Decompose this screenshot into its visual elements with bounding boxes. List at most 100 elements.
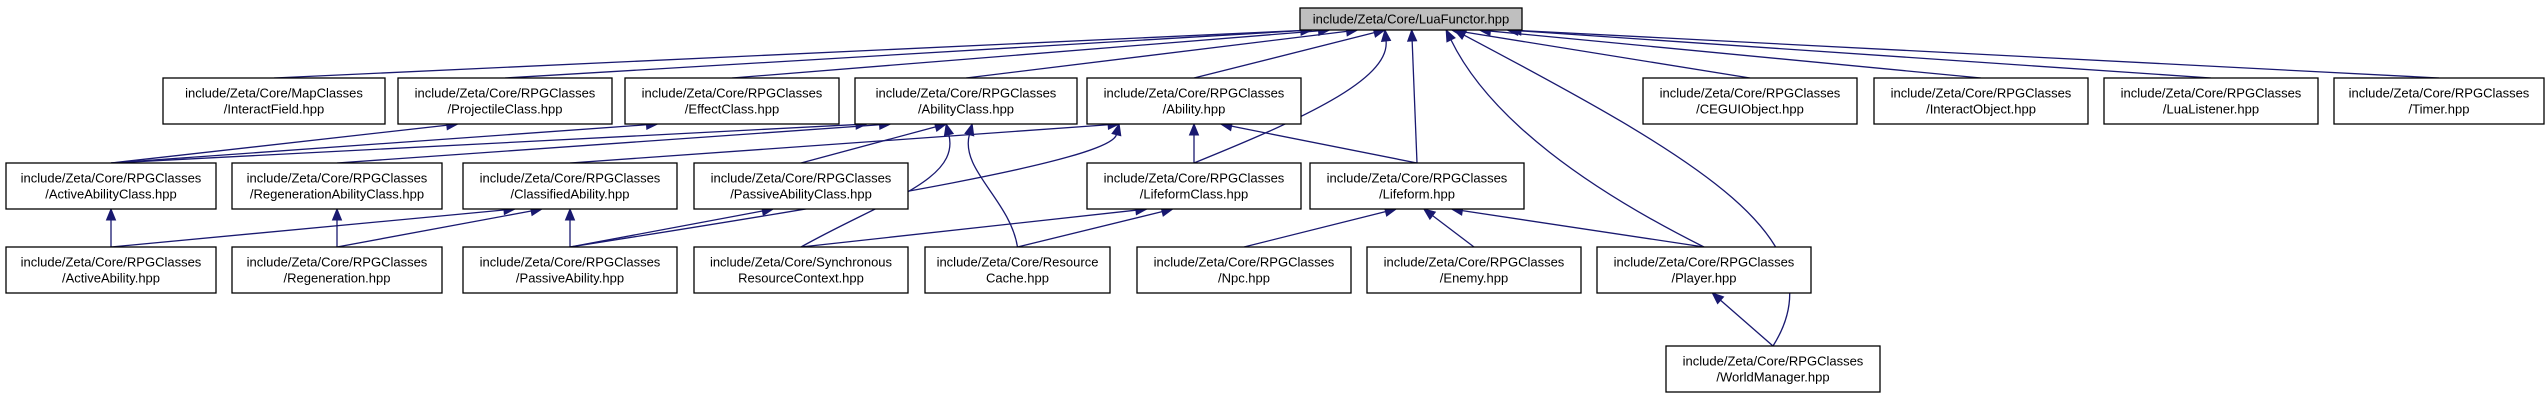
edge-interact-field-to-lua-functor (273, 25, 1314, 79)
arrowhead-icon (1422, 208, 1437, 221)
node-label-line: /EffectClass.hpp (685, 102, 779, 117)
node-box (1873, 77, 2089, 125)
node-sync-resource-context[interactable]: include/Zeta/Core/SynchronousResourceCon… (693, 246, 909, 294)
node-label-line: /PassiveAbility.hpp (516, 271, 624, 286)
node-projectile-class[interactable]: include/Zeta/Core/RPGClasses/ProjectileC… (397, 77, 613, 125)
edge-lifeform-to-ability (1219, 121, 1418, 164)
arrowhead-icon (943, 122, 955, 137)
node-label-line: /ActiveAbility.hpp (62, 271, 160, 286)
node-box (1136, 246, 1352, 294)
node-label-line: /AbilityClass.hpp (918, 102, 1014, 117)
edge-timer-to-lua-functor (1508, 25, 2440, 79)
node-lifeform-class[interactable]: include/Zeta/Core/RPGClasses/LifeformCla… (1086, 162, 1302, 210)
edge-active-ability-class-to-effect-class (110, 119, 659, 164)
node-regeneration-ability-class[interactable]: include/Zeta/Core/RPGClasses/Regeneratio… (231, 162, 443, 210)
node-box (1642, 77, 1858, 125)
edge-resource-cache-to-ability-class (964, 122, 1019, 248)
node-label-line: /ClassifiedAbility.hpp (511, 187, 630, 202)
edge-lua-listener-to-lua-functor (1505, 25, 2212, 79)
edge-line (1017, 210, 1163, 248)
node-classified-ability[interactable]: include/Zeta/Core/RPGClasses/ClassifiedA… (462, 162, 678, 210)
edge-active-ability-class-to-ability-class (110, 119, 869, 164)
edge-world-manager-to-player (1711, 292, 1774, 347)
node-box (924, 246, 1111, 294)
node-label-line: include/Zeta/Core/RPGClasses (247, 171, 428, 186)
arrowhead-icon (105, 207, 117, 221)
node-box (1665, 345, 1881, 393)
edge-line (1432, 215, 1475, 248)
edge-regeneration-to-classified-ability (336, 205, 544, 248)
arrowhead-icon (331, 207, 343, 221)
edge-line (731, 30, 1319, 79)
node-world-manager[interactable]: include/Zeta/Core/RPGClasses/WorldManage… (1665, 345, 1881, 393)
node-label-line: include/Zeta/Core/RPGClasses (1683, 354, 1864, 369)
nodes-layer: include/Zeta/Core/LuaFunctor.hpp include/… (5, 7, 2545, 393)
node-box (2103, 77, 2319, 125)
arrowhead-icon (564, 207, 576, 221)
edge-player-to-lua-functor (1445, 28, 1705, 248)
node-label-line: include/Zeta/Core/RPGClasses (1104, 171, 1285, 186)
node-label-line: /Timer.hpp (2409, 102, 2470, 117)
edge-ability-class-to-lua-functor (965, 26, 1359, 79)
node-lifeform[interactable]: include/Zeta/Core/RPGClasses/Lifeform.hp… (1309, 162, 1525, 210)
node-label-line: include/Zeta/Core/RPGClasses (642, 86, 823, 101)
edge-line (569, 210, 763, 248)
edge-line (967, 134, 1019, 248)
node-label-line: ResourceContext.hpp (738, 271, 864, 286)
node-label-line: include/Zeta/Core/RPGClasses (21, 171, 202, 186)
node-box (231, 246, 443, 294)
edge-line (273, 29, 1302, 79)
node-label-line: include/Zeta/Core/RPGClasses (21, 255, 202, 270)
edge-line (1411, 40, 1418, 164)
node-label-line: /LifeformClass.hpp (1140, 187, 1248, 202)
node-passive-ability-class[interactable]: include/Zeta/Core/RPGClasses/PassiveAbil… (693, 162, 909, 210)
node-ability[interactable]: include/Zeta/Core/RPGClasses/Ability.hpp (1086, 77, 1302, 125)
node-lua-listener[interactable]: include/Zeta/Core/RPGClasses/LuaListener… (2103, 77, 2319, 125)
node-passive-ability[interactable]: include/Zeta/Core/RPGClasses/PassiveAbil… (462, 246, 678, 294)
node-label-line: include/Zeta/Core/RPGClasses (1384, 255, 1565, 270)
edge-line (1193, 40, 1387, 164)
node-label-line: include/Zeta/Core/Synchronous (710, 255, 893, 270)
node-interact-object[interactable]: include/Zeta/Core/RPGClasses/InteractObj… (1873, 77, 2089, 125)
node-player[interactable]: include/Zeta/Core/RPGClasses/Player.hpp (1596, 246, 1812, 294)
node-active-ability-class[interactable]: include/Zeta/Core/RPGClasses/ActiveAbili… (5, 162, 217, 210)
edge-line (110, 123, 857, 164)
arrowhead-icon (1453, 29, 1468, 41)
node-effect-class[interactable]: include/Zeta/Core/RPGClasses/EffectClass… (624, 77, 840, 125)
arrowhead-icon (1445, 28, 1456, 43)
edge-line (1231, 125, 1418, 164)
node-regeneration[interactable]: include/Zeta/Core/RPGClasses/Regeneratio… (231, 246, 443, 294)
node-label-line: include/Zeta/Core/RPGClasses (876, 86, 1057, 101)
node-label-line: /Player.hpp (1671, 271, 1736, 286)
edge-line (336, 210, 532, 248)
edge-line (1463, 34, 1791, 347)
node-box (1086, 77, 1302, 125)
node-label-line: /PassiveAbilityClass.hpp (730, 187, 872, 202)
node-box (5, 246, 217, 294)
arrowhead-icon (1188, 122, 1200, 136)
edge-line (110, 209, 505, 248)
edge-projectile-class-to-lua-functor (504, 25, 1314, 79)
node-label-line: include/Zeta/Core/RPGClasses (1154, 255, 1335, 270)
node-ability-class[interactable]: include/Zeta/Core/RPGClasses/AbilityClas… (854, 77, 1078, 125)
node-timer[interactable]: include/Zeta/Core/RPGClasses/Timer.hpp (2333, 77, 2545, 125)
node-label-line: include/Zeta/Core/RPGClasses (1660, 86, 1841, 101)
node-label-line: include/Zeta/Core/RPGClasses (247, 255, 428, 270)
node-label-line: include/Zeta/Core/RPGClasses (1327, 171, 1508, 186)
node-enemy[interactable]: include/Zeta/Core/RPGClasses/Enemy.hpp (1366, 246, 1582, 294)
arrowhead-icon (964, 122, 975, 137)
node-box (5, 162, 217, 210)
node-active-ability[interactable]: include/Zeta/Core/RPGClasses/ActiveAbili… (5, 246, 217, 294)
edge-interact-object-to-lua-functor (1478, 25, 1982, 79)
node-label-line: include/Zeta/Core/MapClasses (185, 86, 363, 101)
node-npc[interactable]: include/Zeta/Core/RPGClasses/Npc.hpp (1136, 246, 1352, 294)
edge-line (110, 124, 647, 164)
node-lua-functor[interactable]: include/Zeta/Core/LuaFunctor.hpp (1299, 7, 1523, 31)
node-interact-field[interactable]: include/Zeta/Core/MapClasses/InteractFie… (162, 77, 386, 125)
edge-regeneration-to-regeneration-ability-class (331, 207, 343, 247)
node-label-line: include/Zeta/Core/RPGClasses (2349, 86, 2530, 101)
edge-line (1243, 211, 1386, 248)
node-cegui-object[interactable]: include/Zeta/Core/RPGClasses/CEGUIObject… (1642, 77, 1858, 125)
